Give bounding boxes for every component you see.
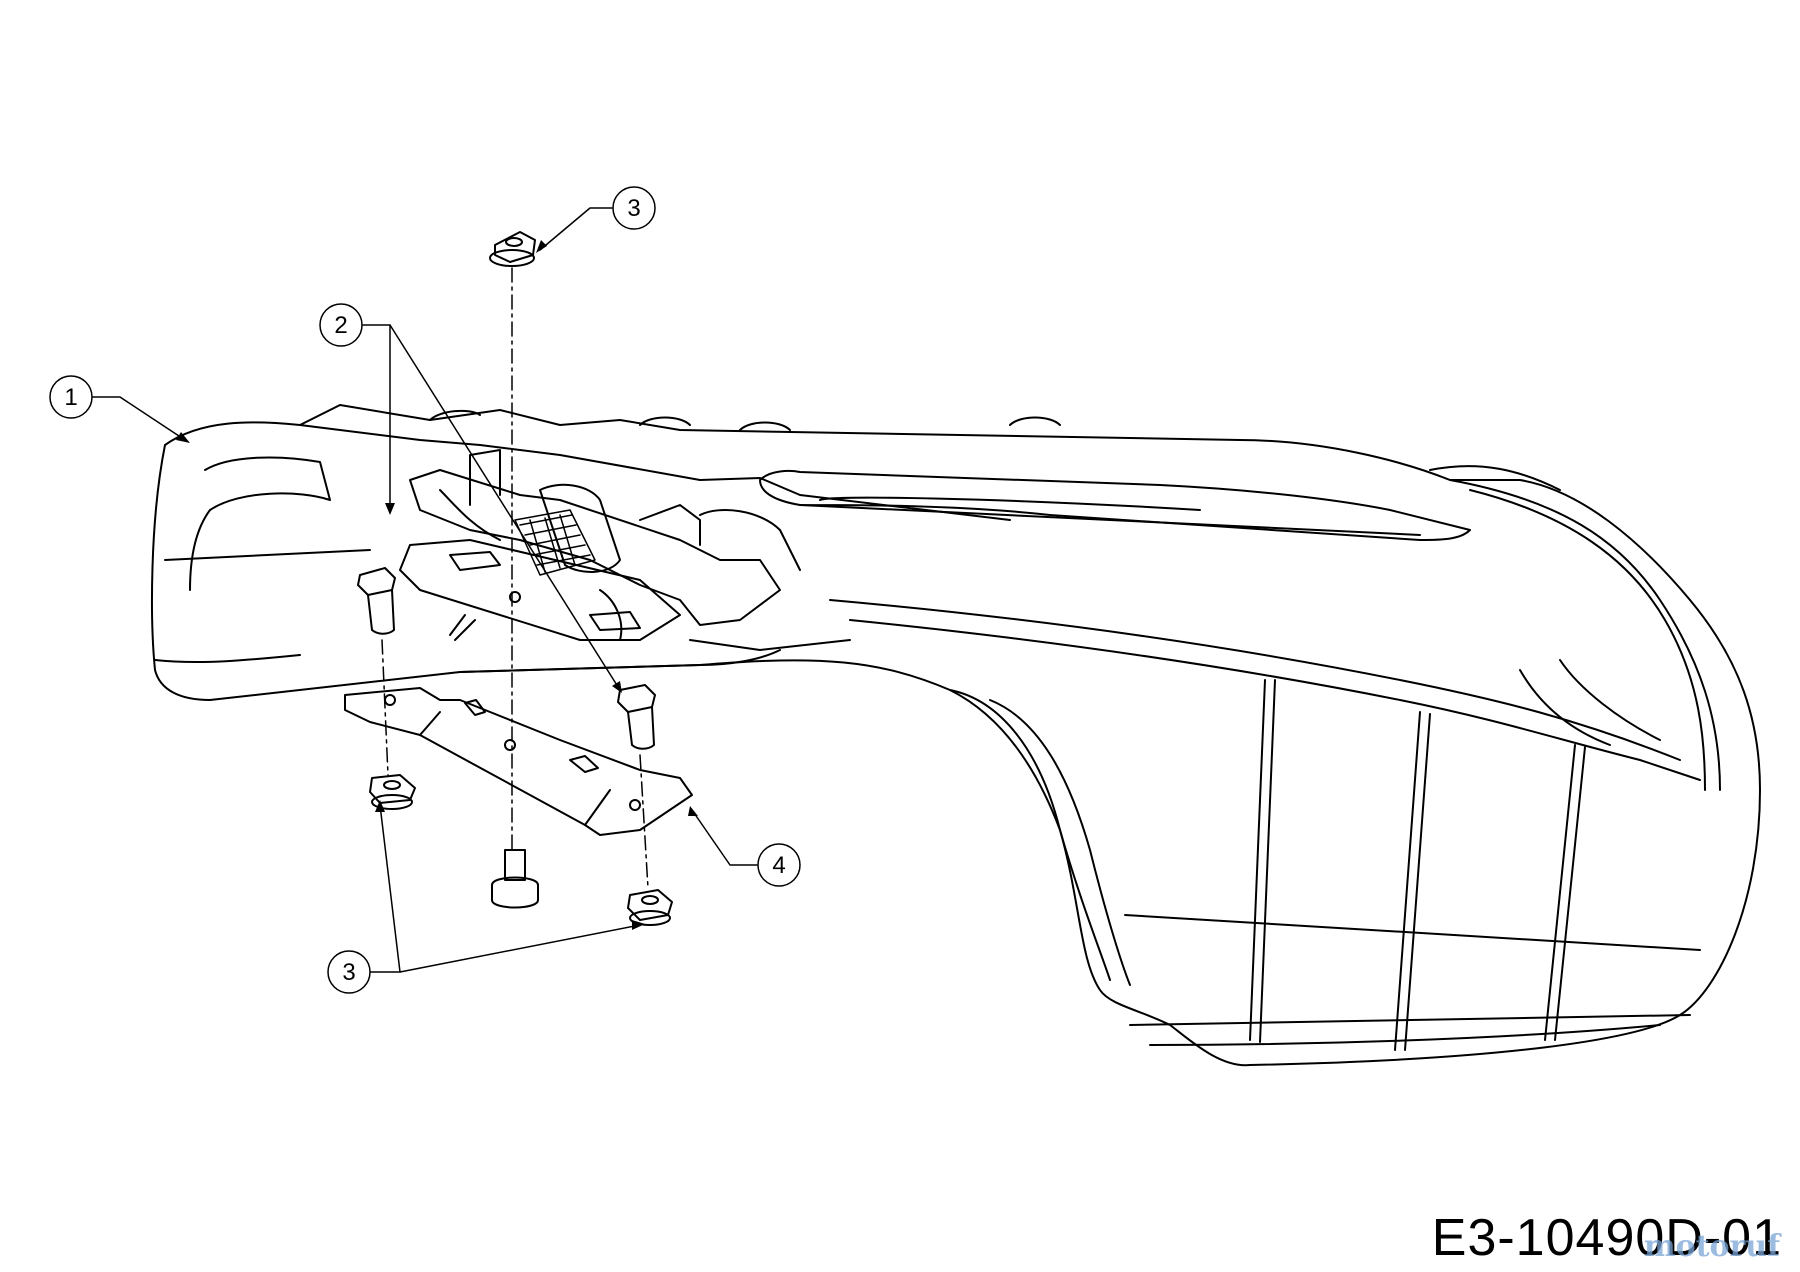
leader-lines xyxy=(92,207,758,973)
callout-2-label: 2 xyxy=(334,312,347,339)
callout-3-top-label: 3 xyxy=(627,195,640,222)
drawing-number: E3-10490D-01 xyxy=(1431,1209,1782,1267)
hex-bolt-right xyxy=(617,684,656,750)
flange-nut-left xyxy=(369,774,416,810)
torsion-spring xyxy=(439,489,596,576)
watermark-logo: motoruf xyxy=(1643,1229,1780,1264)
mounting-bracket xyxy=(344,687,693,836)
callout-2: 2 xyxy=(319,303,363,347)
callout-4-label: 4 xyxy=(772,852,785,879)
flange-nut-top xyxy=(489,231,536,267)
callout-3-bottom: 3 xyxy=(327,950,371,994)
flange-nut-bottom xyxy=(627,889,673,926)
leader-arrowheads xyxy=(176,240,698,930)
assembly-axes xyxy=(381,267,649,889)
callout-4: 4 xyxy=(757,843,801,887)
callout-1: 1 xyxy=(49,375,93,419)
callout-1-label: 1 xyxy=(64,384,77,411)
hinge-assembly xyxy=(399,449,801,641)
shoulder-bolt xyxy=(491,849,539,909)
callout-3-bottom-label: 3 xyxy=(342,959,355,986)
callout-3-top: 3 xyxy=(612,186,656,230)
deflector-shell xyxy=(151,404,1761,1067)
hex-bolt-left xyxy=(357,567,396,635)
